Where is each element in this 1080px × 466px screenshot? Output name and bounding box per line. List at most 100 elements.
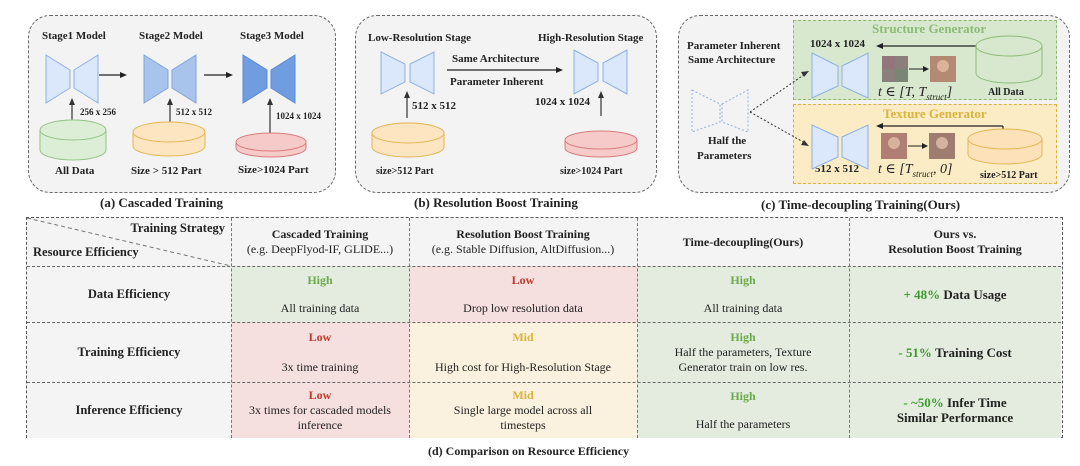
caption-a: (a) Cascaded Training [100, 195, 224, 210]
caption-c: (c) Time-decoupling Training(Ours) [761, 197, 961, 212]
corner-cell: Training Strategy Resource Efficiency [26, 217, 232, 267]
structure-model-icon [811, 52, 869, 99]
level-badge: Mid [512, 387, 534, 402]
panel-a-graphics [39, 54, 307, 161]
cell-desc: All training data [280, 300, 360, 315]
level-badge: High [307, 272, 333, 287]
comparison-cell: - ~50% Infer Time Similar Performance [849, 382, 1061, 438]
low-res-resolution: 512 x 512 [412, 100, 456, 112]
column-title: Resolution Boost Training [456, 227, 590, 241]
texture-generator-title: Texture Generator [883, 106, 987, 121]
row-label-inference-efficiency: Inference Efficiency [27, 382, 231, 438]
column-divider [409, 218, 410, 438]
stage1-model-icon [45, 54, 99, 104]
column-divider [637, 218, 638, 438]
high-data-label: size>1024 Part [560, 166, 623, 177]
all-data-label-c: All Data [988, 87, 1024, 98]
table-cell: Low Drop low resolution data [409, 266, 637, 322]
size1024-database-icon [235, 132, 307, 158]
table-cell: High Half the parameters [637, 382, 849, 438]
comparison-cell: + 48% Data Usage [849, 266, 1061, 322]
column-divider [231, 218, 232, 438]
texture-t-range-main: t ∈ [T [878, 162, 913, 177]
texture-output-image-icon [929, 133, 955, 159]
all-data-database-icon-c [975, 35, 1043, 84]
size512-database-icon [132, 121, 206, 157]
corner-top-label: Training Strategy [130, 221, 225, 235]
cell-desc: All training data [703, 300, 783, 315]
parameter-inherent-label: Parameter Inherent [450, 76, 544, 88]
texture-t-end: , 0] [933, 162, 953, 177]
table-cell: Mid High cost for High-Resolution Stage [409, 322, 637, 382]
stage2-model-label: Stage2 Model [139, 30, 203, 42]
high-res-resolution: 1024 x 1024 [535, 96, 590, 108]
structure-t-range-main: t ∈ [T, T [878, 85, 927, 100]
cell-desc: High cost for High-Resolution Stage [435, 359, 611, 374]
panel-c-graphics [691, 35, 1043, 170]
low-res-model-icon [380, 51, 435, 95]
row-label-training-efficiency: Training Efficiency [27, 322, 231, 382]
comparison-cell: - 51% Training Cost [849, 322, 1061, 382]
low-data-label: size>512 Part [376, 166, 434, 177]
high-data-database-icon [564, 130, 638, 158]
column-subtitle: (e.g. DeepFlyod-IF, GLIDE...) [246, 242, 394, 256]
cell-desc: Drop low resolution data [463, 300, 583, 315]
low-data-database-icon [371, 122, 445, 158]
table-cell: Low 3x time training [231, 322, 409, 382]
level-badge: High [730, 329, 756, 344]
structure-generator-title: Structure Generator [872, 21, 987, 36]
corner-bottom-label: Resource Efficiency [33, 245, 139, 259]
column-header-time-decoupling: Time-decoupling(Ours) [637, 218, 849, 266]
high-res-model-icon [573, 49, 628, 95]
all-data-database-icon [39, 119, 107, 161]
cell-desc: Single large model across all timesteps [453, 402, 593, 432]
structure-t-end: ] [946, 85, 953, 100]
stage3-model-icon [242, 54, 296, 104]
texture-input-image-icon [881, 133, 907, 159]
table-cell: High All training data [231, 266, 409, 322]
column-subtitle: (e.g. Stable Diffusion, AltDiffusion...) [431, 242, 615, 256]
stage2-resolution: 512 x 512 [176, 107, 212, 117]
column-subtitle: Resolution Boost Training [888, 242, 1022, 256]
comparison-value: + 48% [903, 286, 941, 302]
noise-image-icon [882, 56, 908, 82]
cell-desc: Half the parameters [695, 416, 791, 431]
column-header-resolution-boost: Resolution Boost Training (e.g. Stable D… [409, 218, 637, 266]
structure-output-image-icon [930, 56, 956, 82]
caption-d: (d) Comparison on Resource Efficiency [428, 444, 630, 458]
stage1-model-label: Stage1 Model [42, 30, 106, 42]
size1024-label: Size>1024 Part [238, 164, 309, 176]
level-badge: Low [511, 272, 535, 287]
low-resolution-stage-label: Low-Resolution Stage [368, 32, 471, 44]
row-divider [27, 322, 1061, 323]
comparison-value: - ~50% [903, 395, 944, 410]
comparison-text: Infer Time [947, 395, 1007, 410]
column-title: Cascaded Training [271, 227, 369, 241]
table-cell: Mid Single large model across all timest… [409, 382, 637, 438]
stage3-resolution: 1024 x 1024 [276, 111, 321, 121]
high-resolution-stage-label: High-Resolution Stage [538, 32, 644, 44]
comparison-line1: - ~50% Infer Time [903, 395, 1006, 410]
level-badge: Mid [512, 329, 534, 344]
half-params-label-2: Parameters [697, 150, 752, 162]
all-data-label: All Data [55, 165, 95, 177]
column-title: Ours vs. [933, 227, 977, 241]
texture-model-icon [811, 124, 869, 170]
half-params-model-icon [691, 89, 749, 133]
size512-label-c: size>512 Part [980, 170, 1038, 181]
texture-resolution: 512 x 512 [815, 163, 859, 175]
same-architecture-label: Same Architecture [452, 53, 540, 65]
row-divider [27, 382, 1061, 383]
structure-t-sub: struct [926, 91, 947, 102]
panel-cascaded-training [28, 15, 336, 193]
stage3-model-label: Stage3 Model [240, 30, 304, 42]
row-label-data-efficiency: Data Efficiency [27, 266, 231, 322]
parameter-inherent-label-c: Parameter Inherent [687, 40, 781, 52]
level-badge: Low [308, 329, 332, 344]
column-title: Time-decoupling(Ours) [682, 234, 804, 249]
comparison-text: Training Cost [935, 344, 1012, 360]
table-cell: High All training data [637, 266, 849, 322]
structure-t-range: t ∈ [T, Tstruct] [878, 84, 952, 102]
comparison-value: - 51% [898, 344, 932, 360]
cell-desc: 3x times for cascaded models inference [249, 402, 391, 432]
